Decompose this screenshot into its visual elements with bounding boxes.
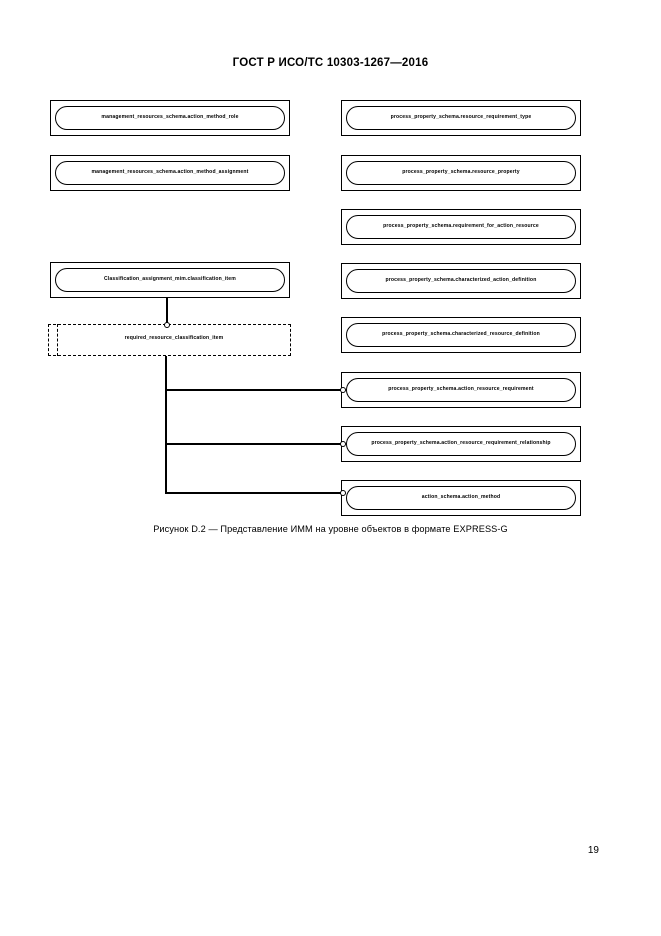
connector-branch-action-resource-requirement-relationship [165,443,341,445]
entity-classification-assignment-mim-classification-item[interactable]: Classification_assignment_mim.classifica… [55,268,285,292]
document-header-title: ГОСТ Р ИСО/ТС 10303-1267—2016 [232,57,429,69]
entity-process-property-schema-characterized-resource-definition[interactable]: process_property_schema.characterized_re… [346,323,576,347]
entity-label-required-resource-classification-item: required_resource_classification_item [124,335,224,341]
connector-joint-required-resource-top [163,322,170,328]
entity-label: management_resources_schema.action_metho… [101,114,239,121]
dashed-frame-required-resource-classification-item [48,324,291,356]
entity-label: process_property_schema.resource_require… [390,114,532,121]
connector-branch-action-resource-requirement [165,389,341,391]
entity-process-property-schema-action-resource-requirement-relationship[interactable]: process_property_schema.action_resource_… [346,432,576,456]
entity-management-resources-schema-action-method-assignment[interactable]: management_resources_schema.action_metho… [55,161,285,185]
connector-joint-action-resource-requirement-relationship [340,441,346,447]
connector-joint-action-schema-action-method [340,490,346,496]
figure-caption: Рисунок D.2 — Представление ИММ на уровн… [153,524,508,534]
entity-process-property-schema-action-resource-requirement[interactable]: process_property_schema.action_resource_… [346,378,576,402]
entity-label: process_property_schema.characterized_re… [382,331,540,338]
entity-label: management_resources_schema.action_metho… [91,169,249,176]
entity-process-property-schema-resource-requirement-type[interactable]: process_property_schema.resource_require… [346,106,576,130]
entity-label: process_property_schema.action_resource_… [371,440,551,447]
entity-label: action_schema.action_method [421,494,501,501]
entity-process-property-schema-requirement-for-action-resource[interactable]: process_property_schema.requirement_for_… [346,215,576,239]
connector-trunk-vertical [165,356,167,493]
entity-process-property-schema-characterized-action-definition[interactable]: process_property_schema.characterized_ac… [346,269,576,293]
entity-process-property-schema-resource-property[interactable]: process_property_schema.resource_propert… [346,161,576,185]
connector-classification-to-required-resource [166,298,168,324]
express-g-diagram: management_resources_schema.action_metho… [48,100,581,516]
dashed-frame-inner-rule [57,324,58,356]
entity-label: process_property_schema.action_resource_… [388,386,534,393]
entity-label: process_property_schema.characterized_ac… [385,277,537,284]
connector-joint-action-resource-requirement [340,387,346,393]
connector-branch-action-schema-action-method [165,492,341,494]
page-number: 19 [587,845,599,856]
entity-label: Classification_assignment_mim.classifica… [104,276,236,283]
entity-label: process_property_schema.requirement_for_… [383,223,539,230]
entity-action-schema-action-method[interactable]: action_schema.action_method [346,486,576,510]
entity-management-resources-schema-action-method-role[interactable]: management_resources_schema.action_metho… [55,106,285,130]
entity-label: process_property_schema.resource_propert… [402,169,520,176]
